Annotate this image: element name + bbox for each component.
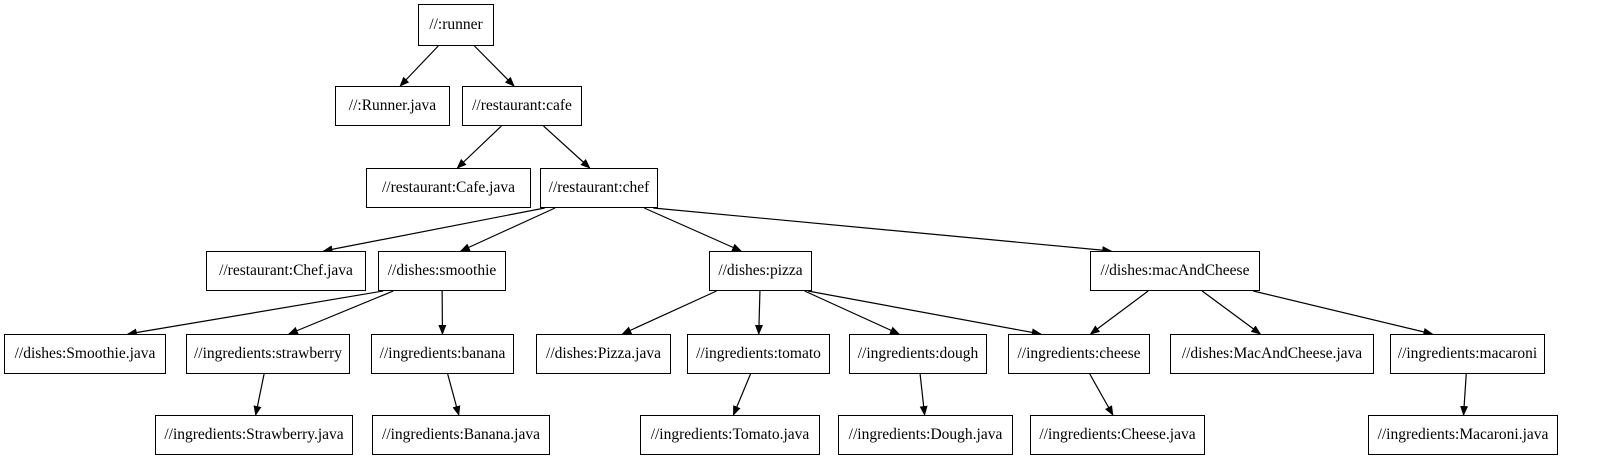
graph-edge-dishes_smoothie-to-ing_strawberry — [287, 290, 394, 335]
graph-node-strawberry_java[interactable]: //ingredients:Strawberry.java — [155, 415, 353, 455]
graph-node-label: //ingredients:Cheese.java — [1039, 426, 1196, 444]
graph-edge-dishes_pizza-to-ing_tomato — [754, 290, 763, 335]
graph-node-ing_strawberry[interactable]: //ingredients:strawberry — [186, 334, 350, 374]
graph-node-label: //restaurant:chef — [548, 179, 650, 197]
graph-node-macaroni_java[interactable]: //ingredients:Macaroni.java — [1368, 415, 1558, 455]
graph-node-cheese_java[interactable]: //ingredients:Cheese.java — [1030, 415, 1205, 455]
graph-edge-runner-to-runner_java — [399, 45, 439, 87]
graph-edge-restaurant_chef-to-dishes_pizza — [643, 207, 743, 252]
graph-node-label: //ingredients:tomato — [696, 345, 821, 363]
graph-node-ing_dough[interactable]: //ingredients:dough — [849, 334, 987, 374]
graph-edge-ing_dough-to-dough_java — [919, 373, 928, 416]
graph-node-label: //ingredients:macaroni — [1397, 345, 1538, 363]
graph-node-label: //dishes:Smoothie.java — [14, 345, 156, 363]
graph-node-dishes_smoothie[interactable]: //dishes:smoothie — [378, 251, 506, 291]
graph-node-label: //ingredients:Banana.java — [382, 426, 540, 444]
graph-node-label: //restaurant:Cafe.java — [382, 179, 515, 197]
graph-node-label: //restaurant:cafe — [472, 97, 572, 115]
graph-edge-ing_cheese-to-cheese_java — [1089, 373, 1114, 416]
graph-node-label: //ingredients:Strawberry.java — [164, 426, 344, 444]
graph-edge-ing_banana-to-banana_java — [447, 373, 461, 416]
graph-edge-restaurant_chef-to-dishes_macandchee — [653, 207, 1113, 255]
graph-node-label: //ingredients:Macaroni.java — [1377, 426, 1549, 444]
graph-node-label: //dishes:MacAndCheese.java — [1181, 345, 1363, 363]
graph-node-dishes_macandchee[interactable]: //dishes:macAndCheese — [1090, 251, 1260, 291]
graph-node-label: //dishes:macAndCheese — [1100, 262, 1250, 280]
graph-edge-dishes_pizza-to-ing_cheese — [807, 290, 1042, 337]
graph-node-label: //ingredients:strawberry — [193, 345, 343, 363]
graph-node-ing_banana[interactable]: //ingredients:banana — [371, 334, 514, 374]
graph-edge-ing_tomato-to-tomato_java — [732, 373, 752, 416]
graph-node-ing_macaroni[interactable]: //ingredients:macaroni — [1390, 334, 1545, 374]
graph-node-ing_tomato[interactable]: //ingredients:tomato — [687, 334, 830, 374]
graph-node-label: //ingredients:dough — [857, 345, 979, 363]
graph-edge-dishes_macandchee-to-macandcheese_java — [1201, 290, 1262, 335]
graph-edge-restaurant_cafe-to-cafe_java — [456, 125, 502, 169]
graph-node-runner_java[interactable]: //:Runner.java — [335, 86, 450, 126]
graph-node-tomato_java[interactable]: //ingredients:Tomato.java — [640, 415, 820, 455]
graph-node-cafe_java[interactable]: //restaurant:Cafe.java — [366, 168, 531, 208]
graph-node-label: //dishes:Pizza.java — [546, 345, 661, 363]
graph-node-label: //:runner — [429, 16, 483, 34]
graph-node-pizza_java[interactable]: //dishes:Pizza.java — [536, 334, 671, 374]
graph-node-restaurant_cafe[interactable]: //restaurant:cafe — [462, 86, 582, 126]
graph-edge-restaurant_chef-to-chef_java — [322, 207, 545, 254]
graph-node-ing_cheese[interactable]: //ingredients:cheese — [1008, 334, 1150, 374]
graph-edge-restaurant_chef-to-dishes_smoothie — [459, 207, 556, 252]
graph-node-runner[interactable]: //:runner — [418, 4, 494, 46]
graph-node-label: //:Runner.java — [348, 97, 437, 115]
graph-node-macandcheese_java[interactable]: //dishes:MacAndCheese.java — [1170, 334, 1374, 374]
graph-node-label: //restaurant:Chef.java — [219, 262, 353, 280]
graph-node-label: //ingredients:cheese — [1017, 345, 1141, 363]
graph-node-smoothie_java[interactable]: //dishes:Smoothie.java — [4, 334, 166, 374]
graph-edge-runner-to-restaurant_cafe — [474, 45, 515, 87]
graph-node-label: //dishes:smoothie — [387, 262, 497, 280]
graph-edge-dishes_macandchee-to-ing_macaroni — [1253, 290, 1434, 336]
edge-group — [126, 45, 1469, 416]
graph-edge-ing_strawberry-to-strawberry_java — [253, 373, 265, 416]
graph-edge-dishes_macandchee-to-ing_cheese — [1089, 290, 1149, 335]
graph-edge-dishes_pizza-to-pizza_java — [621, 290, 717, 335]
graph-edge-dishes_smoothie-to-smoothie_java — [126, 290, 384, 337]
graph-node-label: //ingredients:Tomato.java — [650, 426, 810, 444]
graph-node-restaurant_chef[interactable]: //restaurant:chef — [540, 168, 658, 208]
graph-node-label: //ingredients:banana — [379, 345, 506, 363]
graph-node-label: //dishes:pizza — [718, 262, 803, 280]
graph-node-dough_java[interactable]: //ingredients:Dough.java — [838, 415, 1013, 455]
graph-node-dishes_pizza[interactable]: //dishes:pizza — [709, 251, 812, 291]
graph-node-chef_java[interactable]: //restaurant:Chef.java — [206, 251, 366, 291]
graph-edge-restaurant_cafe-to-restaurant_chef — [543, 125, 591, 169]
graph-edge-dishes_pizza-to-ing_dough — [804, 290, 901, 335]
graph-node-label: //ingredients:Dough.java — [848, 426, 1003, 444]
graph-edge-ing_macaroni-to-macaroni_java — [1460, 373, 1469, 416]
graph-node-banana_java[interactable]: //ingredients:Banana.java — [372, 415, 550, 455]
